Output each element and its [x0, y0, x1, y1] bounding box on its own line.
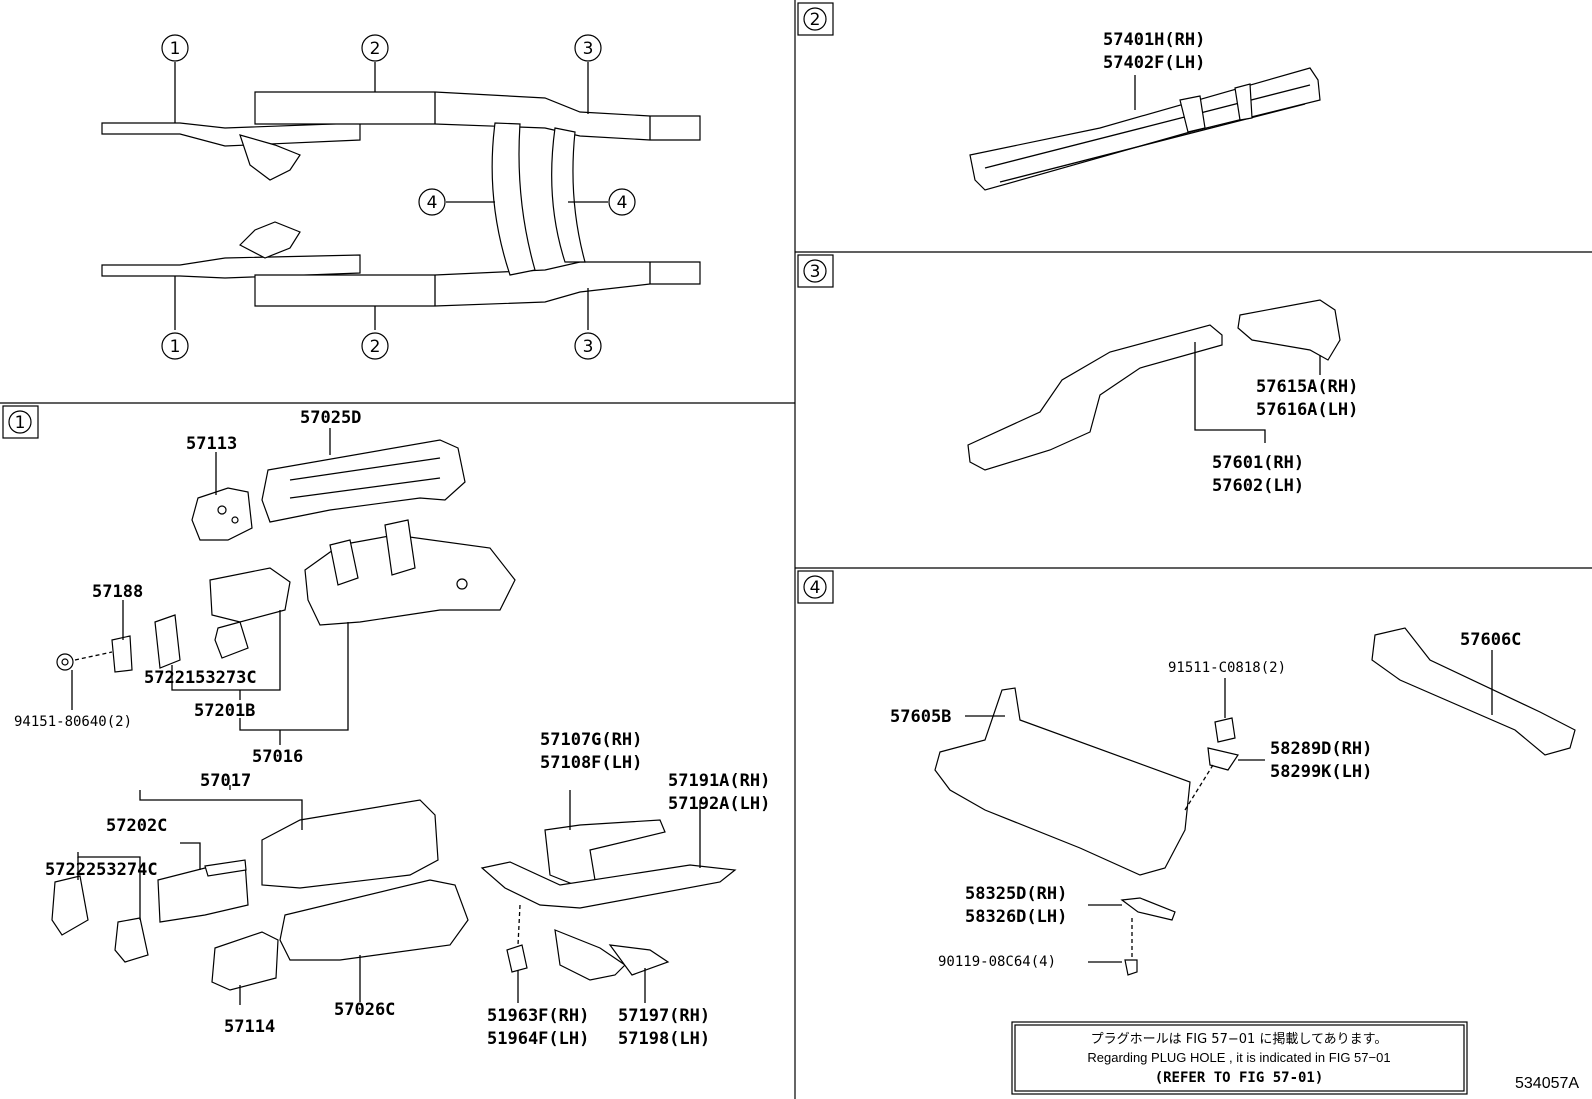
part-57114: 57114: [224, 1017, 275, 1037]
svg-text:1: 1: [170, 337, 181, 357]
part-57616A: 57616A(LH): [1256, 400, 1358, 420]
callout-2-top: 2: [361, 34, 389, 62]
svg-text:2: 2: [810, 10, 821, 30]
section-2-parts: [969, 67, 1321, 191]
svg-text:4: 4: [427, 193, 438, 213]
part-57606C: 57606C: [1460, 630, 1521, 650]
part-58325D: 58325D(RH): [965, 884, 1067, 904]
part-51964F: 51964F(LH): [487, 1029, 589, 1049]
note-english: Regarding PLUG HOLE , it is indicated in…: [1087, 1050, 1390, 1065]
part-57026C: 57026C: [334, 1000, 395, 1020]
part-57192A: 57192A(LH): [668, 794, 770, 814]
section-badge-4: 4: [797, 570, 834, 604]
section-3-parts: [967, 299, 1341, 471]
part-57605B: 57605B: [890, 707, 951, 727]
svg-text:3: 3: [583, 337, 594, 357]
part-57202C: 57202C: [106, 816, 167, 836]
part-57017: 57017: [200, 771, 251, 791]
part-57602: 57602(LH): [1212, 476, 1304, 496]
part-91511-C0818: 91511-C0818(2): [1168, 660, 1286, 676]
part-57107G: 57107G(RH): [540, 730, 642, 750]
part-58326D: 58326D(LH): [965, 907, 1067, 927]
section-4-parts: [934, 627, 1576, 976]
section-1-parts: [51, 439, 737, 991]
part-90119-08C64: 90119-08C64(4): [938, 954, 1056, 970]
svg-text:2: 2: [370, 39, 381, 59]
part-5722253274C: 5722253274C: [45, 860, 158, 880]
section-badge-1: 1: [2, 405, 39, 439]
note-reference: (REFER TO FIG 57-01): [1155, 1070, 1324, 1086]
part-58299K: 58299K(LH): [1270, 762, 1372, 782]
section-4-leaders: [965, 650, 1493, 963]
svg-text:4: 4: [617, 193, 628, 213]
part-57113: 57113: [186, 434, 237, 454]
svg-text:2: 2: [370, 337, 381, 357]
note-japanese: プラグホールは FIG 57−01 に掲載してあります。: [1091, 1031, 1388, 1047]
part-57016: 57016: [252, 747, 303, 767]
callout-4-right: 4: [608, 188, 636, 216]
svg-text:1: 1: [170, 39, 181, 59]
section-badge-2: 2: [797, 2, 834, 36]
part-57601: 57601(RH): [1212, 453, 1304, 473]
part-57402F: 57402F(LH): [1103, 53, 1205, 73]
part-51963F: 51963F(RH): [487, 1006, 589, 1026]
section-1-leaders: [71, 428, 701, 1005]
part-57197: 57197(RH): [618, 1006, 710, 1026]
svg-text:3: 3: [810, 262, 821, 282]
section-badge-3: 3: [797, 254, 834, 288]
overview-frame-drawing: [101, 91, 701, 307]
callout-4-left: 4: [418, 188, 446, 216]
part-94151-80640: 94151-80640(2): [14, 714, 132, 730]
section-1-labels: 57025D 57113 57188 94151-80640(2) 572215…: [14, 408, 770, 1049]
callout-3-top: 3: [574, 34, 602, 62]
part-57188: 57188: [92, 582, 143, 602]
callout-2-bottom: 2: [361, 332, 389, 360]
callout-1-bottom: 1: [161, 332, 189, 360]
part-57615A: 57615A(RH): [1256, 377, 1358, 397]
callout-3-bottom: 3: [574, 332, 602, 360]
part-57198: 57198(LH): [618, 1029, 710, 1049]
overview-callouts: 1 1 2 2 3 3 4 4: [161, 34, 636, 360]
figure-code: 534057A: [1515, 1075, 1579, 1092]
plug-hole-note: プラグホールは FIG 57−01 に掲載してあります。 Regarding P…: [1011, 1021, 1468, 1095]
svg-text:3: 3: [583, 39, 594, 59]
leader-57601: [1194, 342, 1266, 443]
part-5722153273C: 5722153273C: [144, 668, 257, 688]
part-58289D: 58289D(RH): [1270, 739, 1372, 759]
part-57108F: 57108F(LH): [540, 753, 642, 773]
part-57025D: 57025D: [300, 408, 361, 428]
part-57401H: 57401H(RH): [1103, 30, 1205, 50]
part-57201B: 57201B: [194, 701, 255, 721]
svg-text:1: 1: [15, 413, 26, 433]
callout-1-top: 1: [161, 34, 189, 62]
svg-text:4: 4: [810, 578, 821, 598]
part-57191A: 57191A(RH): [668, 771, 770, 791]
